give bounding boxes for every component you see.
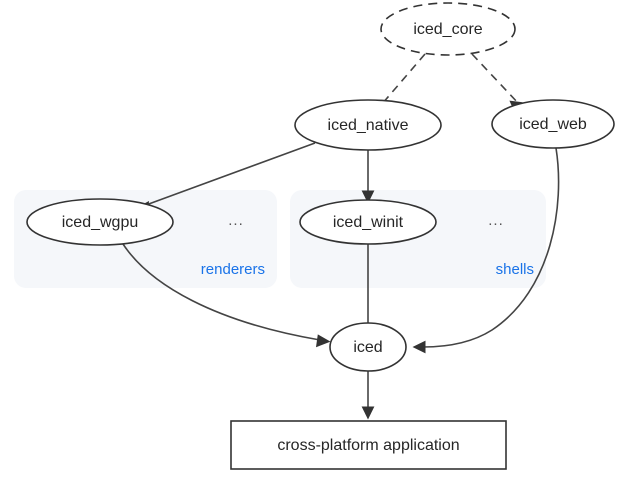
node-iced-winit-label: iced_winit — [333, 214, 404, 231]
node-iced[interactable]: iced — [329, 322, 407, 372]
node-iced-winit[interactable]: iced_winit — [299, 199, 437, 245]
node-iced-web[interactable]: iced_web — [491, 99, 615, 149]
node-application-shape — [230, 420, 507, 470]
cluster-renderers-label: renderers — [201, 261, 265, 278]
edge-iced-web-to-iced — [412, 147, 560, 354]
node-iced-web-shape — [491, 99, 615, 149]
edge-iced-native-to-iced-winit — [361, 145, 375, 204]
node-application-label: cross-platform application — [277, 437, 459, 454]
edge-iced-core-to-iced-web — [471, 53, 523, 114]
node-iced-core[interactable]: iced_core — [380, 2, 516, 56]
node-iced-web-label: iced_web — [519, 116, 587, 133]
edge-iced-wgpu-to-iced — [122, 243, 331, 348]
node-iced-wgpu-label: iced_wgpu — [62, 214, 139, 231]
node-iced-core-shape — [380, 2, 516, 56]
node-cross-platform-application[interactable]: cross-platform application — [230, 420, 507, 470]
node-iced-native[interactable]: iced_native — [294, 99, 442, 151]
node-iced-wgpu[interactable]: iced_wgpu — [26, 198, 174, 246]
node-iced-shape — [329, 322, 407, 372]
cluster-renderers-ellipsis: ... — [228, 212, 244, 229]
node-iced-native-shape — [294, 99, 442, 151]
cluster-shells-ellipsis: ... — [488, 212, 504, 229]
node-iced-label: iced — [353, 339, 382, 356]
node-iced-core-label: iced_core — [413, 21, 482, 38]
edge-iced-to-application — [361, 371, 375, 420]
node-iced-native-label: iced_native — [328, 117, 409, 134]
node-iced-winit-shape — [299, 199, 437, 245]
cluster-shells-label: shells — [496, 261, 534, 278]
node-iced-wgpu-shape — [26, 198, 174, 246]
